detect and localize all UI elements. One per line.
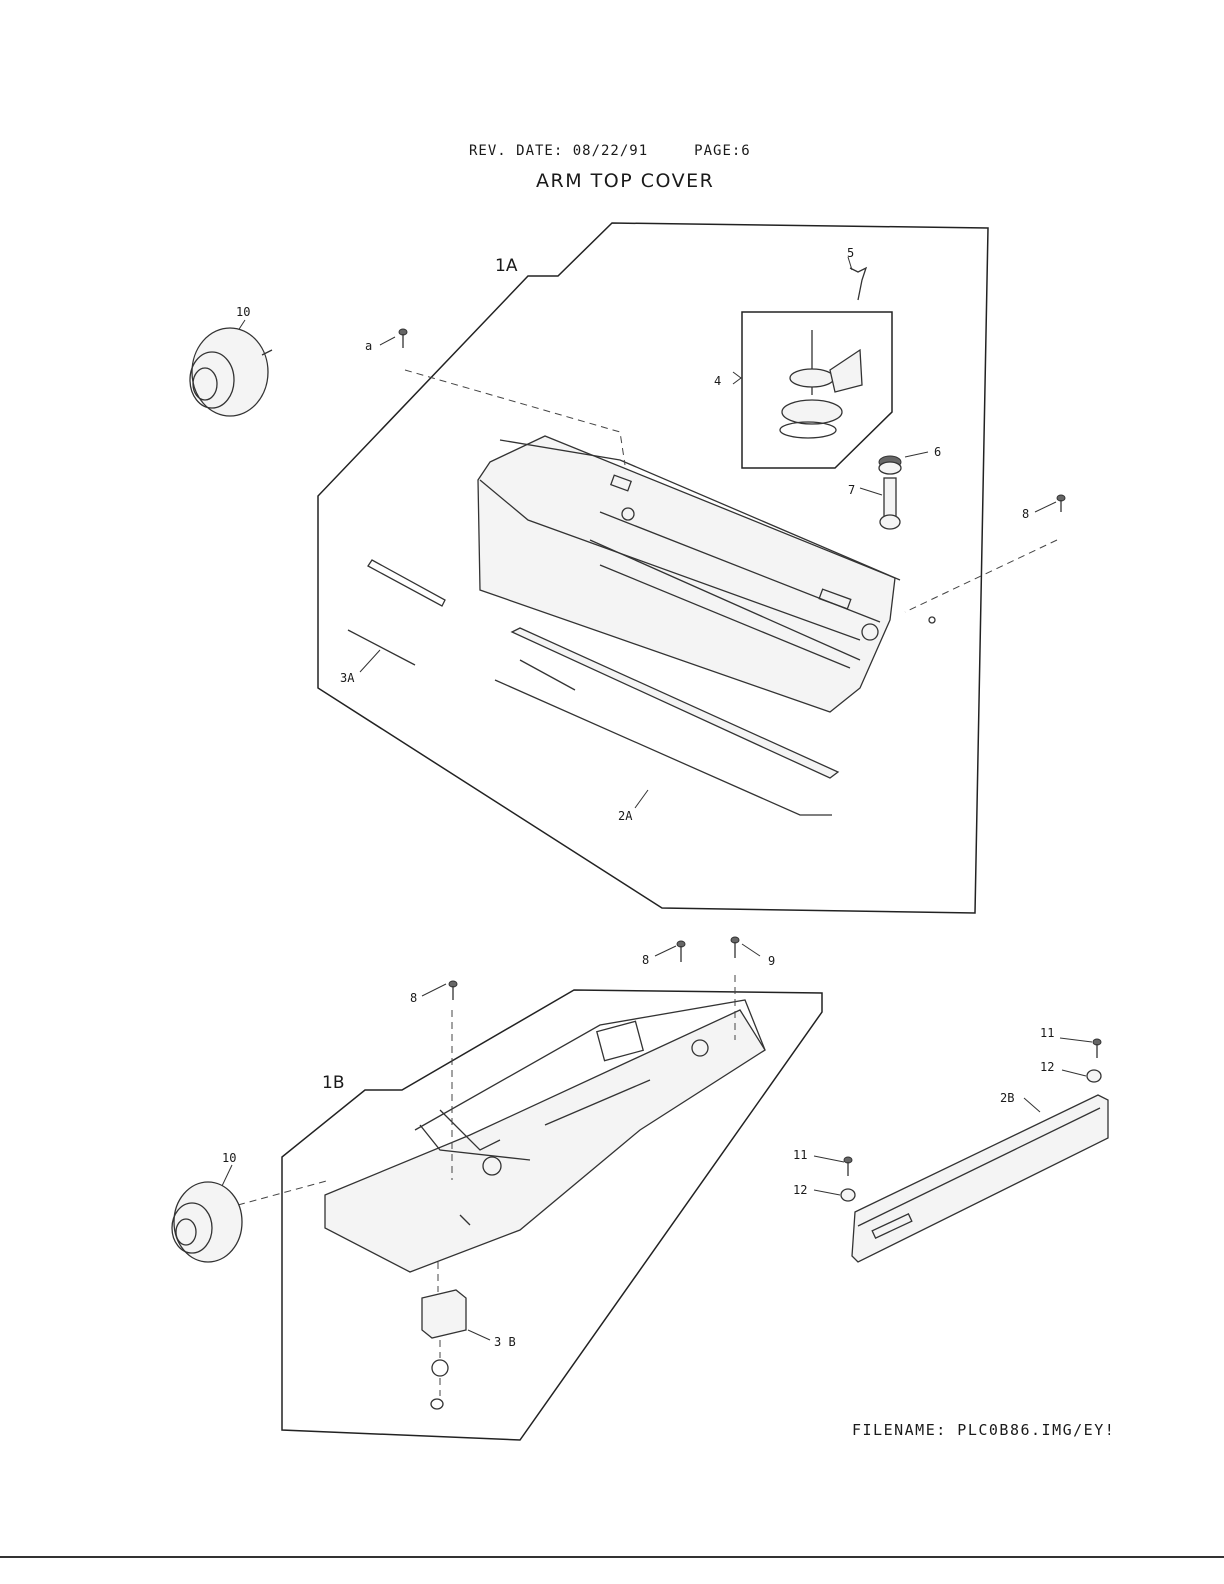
top-cover-1a [477, 435, 936, 713]
part-3b [421, 1289, 467, 1410]
grommet-6 [878, 455, 902, 475]
rev-date: REV. DATE: 08/22/91 [469, 143, 649, 159]
callout-3b: 3 B [494, 1335, 516, 1349]
callout-a: a [365, 339, 372, 353]
wheel-10-top [189, 327, 273, 417]
wheel-10-bottom [171, 1181, 243, 1263]
screw-7 [879, 477, 901, 530]
spring-5 [849, 266, 868, 301]
callout-3a: 3A [340, 671, 355, 685]
callout-2b: 2B [1000, 1091, 1014, 1105]
callout-6: 6 [934, 445, 941, 459]
bottom-rule [0, 1556, 1224, 1558]
strip-2a [494, 627, 840, 816]
callout-8-b2: 8 [642, 953, 649, 967]
callout-1b: 1B [322, 1073, 344, 1093]
page-number: PAGE:6 [694, 143, 751, 159]
callout-9: 9 [768, 954, 775, 968]
screw-9 [730, 936, 740, 958]
frame-1a [317, 222, 989, 914]
diagram-title: ARM TOP COVER [536, 170, 715, 192]
frame-4 [741, 311, 893, 469]
assembly-line-8 [904, 539, 1058, 613]
frame-1b [281, 989, 823, 1441]
callout-12-bottom: 12 [793, 1183, 807, 1197]
assembly-4 [779, 330, 863, 439]
cover-1b [324, 999, 766, 1273]
callout-11-top: 11 [1040, 1026, 1054, 1040]
callout-7: 7 [848, 483, 855, 497]
callout-2a: 2A [618, 809, 633, 823]
callout-4: 4 [714, 374, 721, 388]
screw-8-b2 [676, 940, 686, 962]
callout-12-top: 12 [1040, 1060, 1054, 1074]
callout-5: 5 [847, 246, 854, 260]
screw-11-top [1092, 1038, 1102, 1058]
screw-a [398, 328, 408, 348]
callout-1a: 1A [495, 256, 518, 276]
washer-12-bottom [840, 1188, 856, 1202]
filename: FILENAME: PLC0B86.IMG/EY! [852, 1421, 1116, 1439]
washer-12-top [1086, 1069, 1102, 1083]
callout-8-b1: 8 [410, 991, 417, 1005]
assembly-line-a [404, 369, 626, 466]
callout-8: 8 [1022, 507, 1029, 521]
strip-2b [851, 1094, 1109, 1263]
screw-8-right [1056, 494, 1066, 512]
header-line: REV. DATE: 08/22/91 PAGE:6 [469, 143, 751, 159]
part-3a [347, 559, 446, 666]
callout-10-bottom: 10 [222, 1151, 236, 1165]
screw-11-bottom [843, 1156, 853, 1176]
callout-11-bottom: 11 [793, 1148, 807, 1162]
callout-10-top: 10 [236, 305, 250, 319]
screw-8-b1 [448, 980, 458, 1000]
